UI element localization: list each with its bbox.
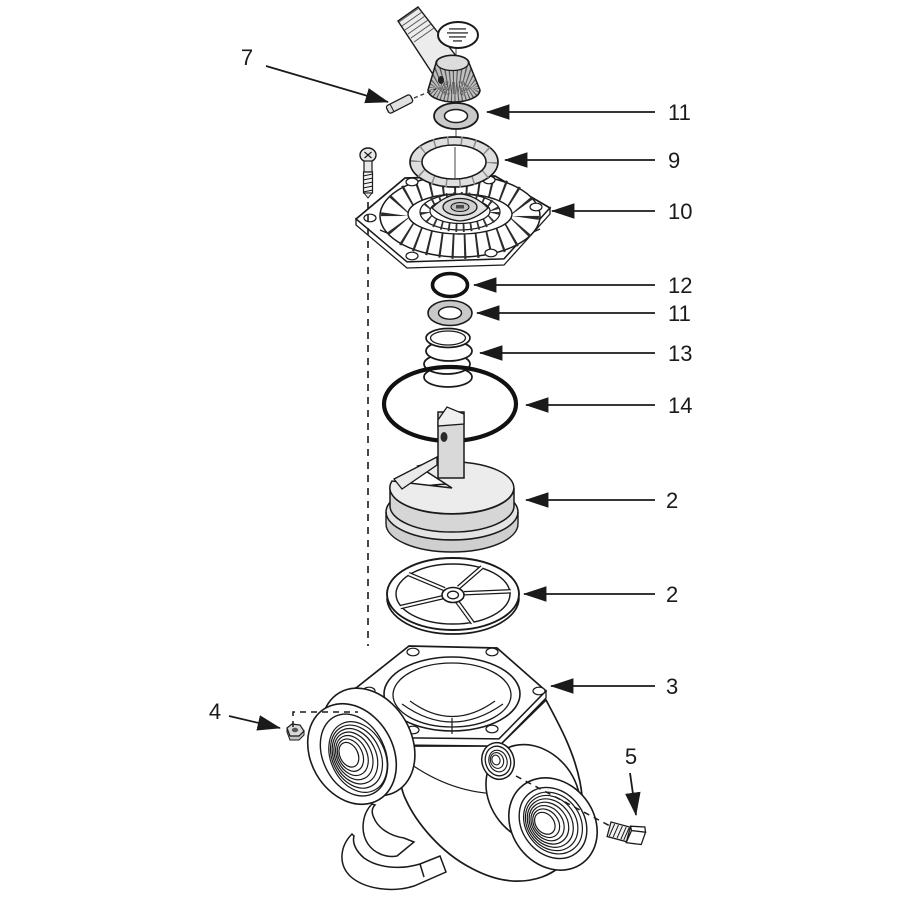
cover-bolt-holes bbox=[363, 175, 543, 261]
diverter-stem bbox=[437, 406, 465, 479]
plug-alignment-dashes bbox=[515, 775, 611, 827]
callout-label-9: 9 bbox=[668, 148, 680, 173]
callout-label-10: 10 bbox=[668, 199, 692, 224]
ring-ticks bbox=[411, 136, 497, 188]
leader-7 bbox=[265, 65, 389, 104]
gasket-spokes bbox=[399, 565, 511, 625]
valve-body bbox=[306, 645, 599, 891]
handle-caution-label bbox=[437, 21, 479, 49]
stem-o-ring bbox=[430, 271, 470, 299]
callout-label-7: 7 bbox=[241, 45, 253, 70]
handle-retainer-ring bbox=[409, 136, 499, 188]
callout-leaders bbox=[228, 65, 655, 816]
cover-castellations bbox=[420, 192, 500, 232]
leader-5 bbox=[625, 772, 641, 816]
knob-top-face bbox=[435, 54, 470, 72]
knob-pin-hole bbox=[438, 76, 444, 84]
callout-label-2-diverter: 2 bbox=[666, 488, 678, 513]
handle-pin bbox=[385, 94, 414, 114]
callout-label-3: 3 bbox=[666, 674, 678, 699]
nut-alignment-dashes bbox=[292, 711, 358, 727]
callout-label-5: 5 bbox=[625, 744, 637, 769]
cover-ribs bbox=[381, 173, 539, 259]
leader-4 bbox=[228, 715, 281, 731]
flange-nut bbox=[286, 723, 305, 741]
washer-mid bbox=[427, 299, 473, 327]
flange-bolt-holes bbox=[362, 647, 546, 735]
left-port bbox=[306, 687, 416, 806]
callout-label-11-top: 11 bbox=[668, 100, 691, 125]
bottom-drain bbox=[341, 803, 447, 891]
callout-label-2-gasket: 2 bbox=[666, 582, 678, 607]
callout-labels: 7 11 9 10 12 11 13 14 2 2 3 4 5 bbox=[209, 45, 693, 769]
diverter-vane bbox=[392, 455, 438, 490]
handle-grip-hatching bbox=[398, 7, 435, 43]
valve-cover bbox=[354, 173, 552, 269]
gauge-port bbox=[480, 741, 516, 781]
handle-knob bbox=[427, 54, 481, 103]
gasket-hub bbox=[441, 586, 465, 604]
callout-label-12: 12 bbox=[668, 273, 692, 298]
callout-label-11-mid: 11 bbox=[668, 301, 691, 326]
callout-label-13: 13 bbox=[668, 341, 692, 366]
washer-top bbox=[433, 102, 479, 130]
right-port-threads bbox=[518, 786, 588, 860]
callout-label-14: 14 bbox=[668, 393, 692, 418]
body-interior-ribs bbox=[401, 700, 504, 734]
handle-assembly bbox=[397, 6, 481, 103]
pin-alignment-dashes bbox=[413, 88, 437, 99]
left-port-threads bbox=[328, 721, 388, 793]
spider-gasket bbox=[386, 557, 520, 635]
diverter bbox=[385, 406, 519, 553]
cover-screw bbox=[359, 147, 377, 199]
callout-label-4: 4 bbox=[209, 699, 221, 724]
spring bbox=[423, 327, 473, 388]
drain-plug bbox=[606, 821, 647, 846]
